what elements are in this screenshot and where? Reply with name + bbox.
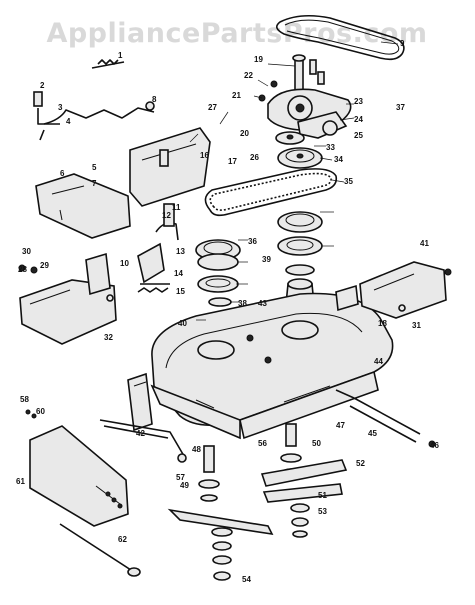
right-pulley-stack [277,211,323,305]
callout-13: 13 [176,247,185,256]
lower-hardware-right [260,423,348,538]
timing-belt [204,168,338,217]
callout-14: 14 [174,269,183,278]
callout-47: 47 [336,421,345,430]
callout-38: 38 [238,299,247,308]
drive-belt [276,14,405,61]
callout-7: 7 [92,179,97,188]
callout-43: 43 [258,299,267,308]
callout-25: 25 [354,131,363,140]
rear-left-plate [18,252,117,345]
callout-41: 41 [420,239,429,248]
chute-rod [59,523,141,577]
front-baffle [127,372,153,432]
callout-10: 10 [120,259,129,268]
upper-mount-bracket [35,127,211,239]
callout-50: 50 [312,439,321,448]
callout-24: 24 [354,115,363,124]
callout-12: 12 [162,211,171,220]
watermark-text: AppliancePartsPros.com [46,18,427,49]
callout-44: 44 [374,357,383,366]
mower-deck-housing [150,292,394,440]
callout-40: 40 [178,319,187,328]
callout-37: 37 [396,103,405,112]
callout-29: 29 [40,261,49,270]
callout-15: 15 [176,287,185,296]
callout-35: 35 [344,177,353,186]
callout-23: 23 [354,97,363,106]
callout-34: 34 [334,155,343,164]
callout-27: 27 [208,103,217,112]
front-axle-rod [99,419,187,463]
callout-26: 26 [250,153,259,162]
callout-11: 11 [172,203,181,212]
callout-22: 22 [244,71,253,80]
upper-pulley [275,131,323,169]
callout-4: 4 [66,117,71,126]
callout-57: 57 [176,473,185,482]
callout-5: 5 [92,163,97,172]
callout-9: 9 [400,39,405,48]
callout-49: 49 [180,481,189,490]
callout-21: 21 [232,91,241,100]
callout-45: 45 [368,429,377,438]
callout-30: 30 [22,247,31,256]
right-axle-rod [335,389,436,448]
discharge-chute [25,409,129,527]
callout-62: 62 [118,535,127,544]
callout-2: 2 [40,81,45,90]
callout-52: 52 [356,459,365,468]
callout-53: 53 [318,507,327,516]
callout-3: 3 [58,103,63,112]
callout-36: 36 [248,237,257,246]
callout-17: 17 [228,157,237,166]
callout-28: 28 [18,265,27,274]
callout-39: 39 [262,255,271,264]
callout-61: 61 [16,477,25,486]
spring-linkage [33,59,155,141]
callout-16: 16 [200,151,209,160]
callout-1: 1 [118,51,123,60]
callout-51: 51 [318,491,327,500]
leader-lines [189,41,399,321]
callout-20: 20 [240,129,249,138]
callout-54: 54 [242,575,251,584]
callout-46: 46 [430,441,439,450]
callout-48: 48 [192,445,201,454]
callout-8: 8 [152,95,157,104]
callout-32: 32 [104,333,113,342]
callout-58: 58 [20,395,29,404]
center-idler-bracket [137,203,179,293]
callout-42: 42 [136,429,145,438]
callout-labels: 1 2 3 4 5 6 7 8 9 10 11 12 13 14 15 16 1… [16,39,439,584]
callout-31: 31 [412,321,421,330]
callout-19: 19 [254,55,263,64]
callout-6: 6 [60,169,65,178]
right-side-bracket [335,261,452,319]
callout-60: 60 [36,407,45,416]
callout-33: 33 [326,143,335,152]
spindle-bracket-assembly [258,54,352,139]
callout-56: 56 [258,439,267,448]
lower-hardware-left [167,445,274,581]
callout-18: 18 [378,319,387,328]
